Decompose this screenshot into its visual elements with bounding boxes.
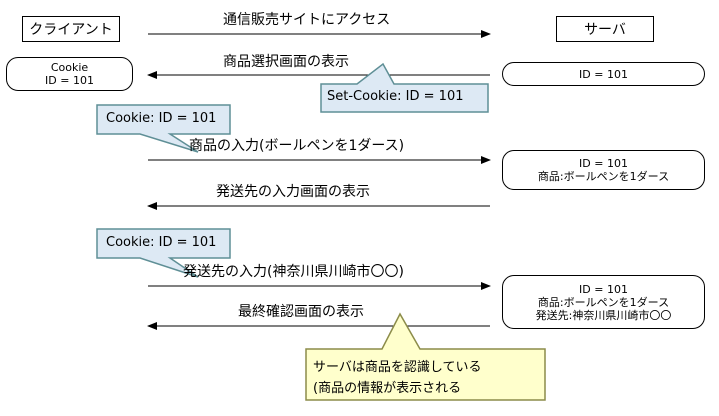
set-cookie-callout-text: Set-Cookie: ID = 101 bbox=[327, 89, 464, 104]
message-access: 通信販売サイトにアクセス bbox=[223, 12, 391, 28]
set-cookie-callout-shape bbox=[320, 62, 489, 113]
cookie-callout-1-shape bbox=[96, 104, 231, 153]
server-state-2-line-2: 商品:ボールペンを1ダース bbox=[537, 170, 670, 183]
client-actor-label: クライアント bbox=[29, 22, 113, 38]
server-state-2: ID = 101 商品:ボールペンを1ダース bbox=[502, 150, 705, 190]
message-product-input: 商品の入力(ボールペンを1ダース) bbox=[189, 138, 405, 154]
client-actor-box: クライアント bbox=[22, 16, 120, 42]
server-state-1: ID = 101 bbox=[502, 62, 705, 86]
message-ship-input: 発送先の入力(神奈川県川崎市〇〇) bbox=[183, 264, 404, 280]
server-state-3-line-3: 発送先:神奈川県川崎市〇〇 bbox=[535, 308, 672, 322]
note-callout-line-2: (商品の情報が表示される bbox=[313, 381, 462, 396]
message-final-confirm: 最終確認画面の表示 bbox=[238, 304, 364, 320]
note-callout-shape bbox=[305, 312, 546, 401]
cookie-callout-1-text: Cookie: ID = 101 bbox=[106, 111, 217, 126]
message-product-select: 商品選択画面の表示 bbox=[223, 54, 349, 70]
cookie-callout-2-shape bbox=[96, 228, 231, 278]
server-state-3-line-2: 商品:ボールペンを1ダース bbox=[537, 295, 670, 309]
client-cookie-state: Cookie ID = 101 bbox=[6, 57, 133, 91]
server-state-2-line-1: ID = 101 bbox=[579, 157, 628, 170]
note-callout-line-1: サーバは商品を認識している bbox=[313, 360, 482, 375]
message-ship-screen: 発送先の入力画面の表示 bbox=[216, 184, 370, 200]
server-actor-label: サーバ bbox=[584, 22, 626, 38]
server-actor-box: サーバ bbox=[556, 16, 654, 42]
server-state-1-line-1: ID = 101 bbox=[579, 67, 628, 81]
client-cookie-line-2: ID = 101 bbox=[45, 74, 94, 87]
server-state-3: ID = 101 商品:ボールペンを1ダース 発送先:神奈川県川崎市〇〇 bbox=[502, 275, 705, 329]
server-state-3-line-1: ID = 101 bbox=[579, 282, 628, 296]
client-cookie-line-1: Cookie bbox=[50, 61, 89, 74]
cookie-callout-2-text: Cookie: ID = 101 bbox=[106, 235, 217, 250]
